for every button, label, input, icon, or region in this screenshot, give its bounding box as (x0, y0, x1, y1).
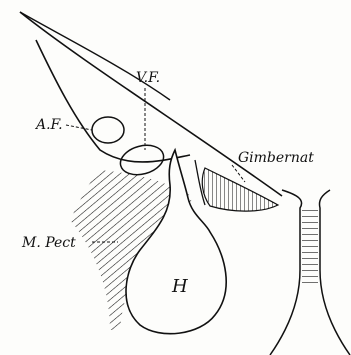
vein-label: V.F. (136, 70, 160, 86)
pectineus-label: M. Pect (21, 235, 76, 251)
femoral-artery-outline (92, 117, 124, 143)
gimbernat-ligament-hatched (202, 168, 278, 211)
right-vessel-lumen-hatched (302, 205, 318, 285)
gimbernat-label: Gimbernat (238, 150, 314, 166)
artery-leader-line (66, 125, 92, 130)
inguinal-ligament-upper-line (20, 12, 282, 196)
femoral-sheath-top-curve (20, 12, 170, 100)
hernia-label: H (171, 276, 188, 297)
artery-label: A.F. (34, 117, 63, 133)
femoral-sheath-outline (36, 40, 190, 162)
right-vessel-right-wall (319, 190, 350, 355)
right-vessel-left-wall (270, 190, 302, 355)
gimbernat-leader-line (232, 165, 245, 182)
